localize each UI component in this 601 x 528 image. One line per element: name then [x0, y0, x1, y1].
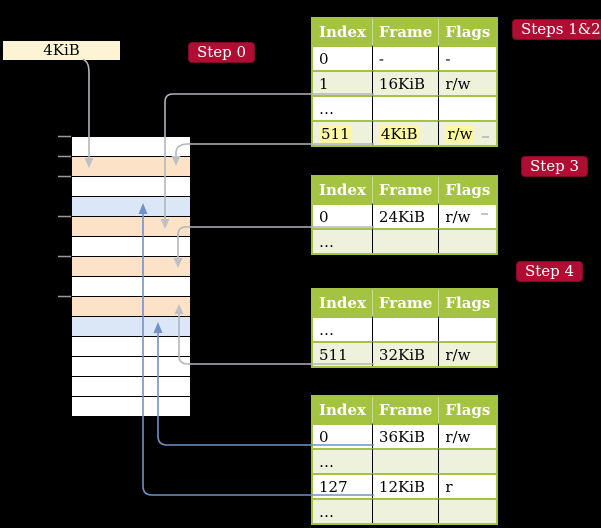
memory-frame-row-11: [72, 357, 190, 377]
table-cell-index: 0: [313, 203, 373, 228]
page-table-row: …: [313, 228, 497, 253]
table-cell-index: …: [313, 448, 373, 473]
table-header-frame: Frame: [372, 397, 440, 423]
table-cell-index: 511: [313, 120, 373, 145]
table-cell-frame: [372, 228, 440, 253]
table-header-flags: Flags: [439, 290, 497, 316]
table-cell-flags: r/w: [439, 120, 497, 145]
table-cell-flags: [439, 228, 497, 253]
table-cell-frame: 4KiB: [372, 120, 440, 145]
badge-step-0: Step 0: [188, 42, 256, 63]
frame-size-label: 4KiB: [3, 41, 120, 60]
table-cell-flags: -: [439, 45, 497, 70]
memory-frame-row-1: [72, 157, 190, 177]
memory-frame-row-6: [72, 257, 190, 277]
table-header-flags: Flags: [439, 177, 497, 203]
memory-frame-row-12: [72, 377, 190, 397]
table-header-flags: Flags: [439, 397, 497, 423]
page-table-row: …: [313, 95, 497, 120]
table-cell-index: 511: [313, 341, 373, 366]
table-cell-flags: [439, 316, 497, 341]
table-cell-frame: 36KiB: [372, 423, 440, 448]
physical-memory-column: [71, 136, 191, 417]
table-cell-index: 0: [313, 423, 373, 448]
table-header-flags: Flags: [439, 19, 497, 45]
memory-frame-row-4: [72, 217, 190, 237]
table-header-index: Index: [313, 19, 373, 45]
table-header-index: Index: [313, 290, 373, 316]
table-cell-flags: r/w: [439, 203, 497, 228]
memory-frame-row-3: [72, 197, 190, 217]
table-cell-index: …: [313, 95, 373, 120]
badge-steps-1-2: Steps 1&2: [512, 19, 601, 40]
memory-frame-row-10: [72, 337, 190, 357]
table-cell-flags: r/w: [439, 70, 497, 95]
memory-frame-row-9: [72, 317, 190, 337]
table-header-index: Index: [313, 177, 373, 203]
table-cell-frame: -: [372, 45, 440, 70]
table-cell-index: 0: [313, 45, 373, 70]
table-cell-frame: [372, 95, 440, 120]
table-cell-flags: r/w: [439, 341, 497, 366]
table-cell-frame: 32KiB: [372, 341, 440, 366]
badge-step-3: Step 3: [521, 156, 589, 177]
table-cell-flags: r: [439, 473, 497, 498]
page-table-row: 511 4KiB r/w: [313, 120, 497, 145]
table-header-frame: Frame: [372, 177, 440, 203]
table-cell-flags: [439, 95, 497, 120]
page-table-row: …: [313, 448, 497, 473]
memory-frame-row-2: [72, 177, 190, 197]
table-cell-frame: [372, 498, 440, 523]
memory-frame-row-8: [72, 297, 190, 317]
page-table-row: …: [313, 498, 497, 523]
memory-frame-row-5: [72, 237, 190, 257]
table-cell-index: 1: [313, 70, 373, 95]
memory-frame-row-7: [72, 277, 190, 297]
badge-step-4: Step 4: [516, 261, 584, 282]
table-header-frame: Frame: [372, 290, 440, 316]
table-cell-index: …: [313, 498, 373, 523]
highlighted-value: 4KiB: [378, 124, 420, 143]
highlighted-value: r/w: [445, 124, 475, 143]
table-cell-index: …: [313, 316, 373, 341]
table-header-frame: Frame: [372, 19, 440, 45]
table-cell-frame: 12KiB: [372, 473, 440, 498]
table-header-index: Index: [313, 397, 373, 423]
table-cell-flags: [439, 448, 497, 473]
page-table-row: 0--: [313, 45, 497, 70]
arrow-entry511-recursive-to-4kib-frame: [171, 143, 374, 166]
table-cell-frame: 24KiB: [372, 203, 440, 228]
highlighted-value: 511: [319, 124, 352, 143]
table-cell-frame: [372, 448, 440, 473]
memory-frame-row-13: [72, 397, 190, 416]
page-table-row: …: [313, 316, 497, 341]
address-ticks: [58, 135, 71, 298]
table-cell-index: …: [313, 228, 373, 253]
table-cell-flags: [439, 498, 497, 523]
table-cell-index: 127: [313, 473, 373, 498]
table-cell-frame: [372, 316, 440, 341]
table-cell-frame: 16KiB: [372, 70, 440, 95]
table-cell-flags: r/w: [439, 423, 497, 448]
memory-frame-row-0: [72, 137, 190, 157]
